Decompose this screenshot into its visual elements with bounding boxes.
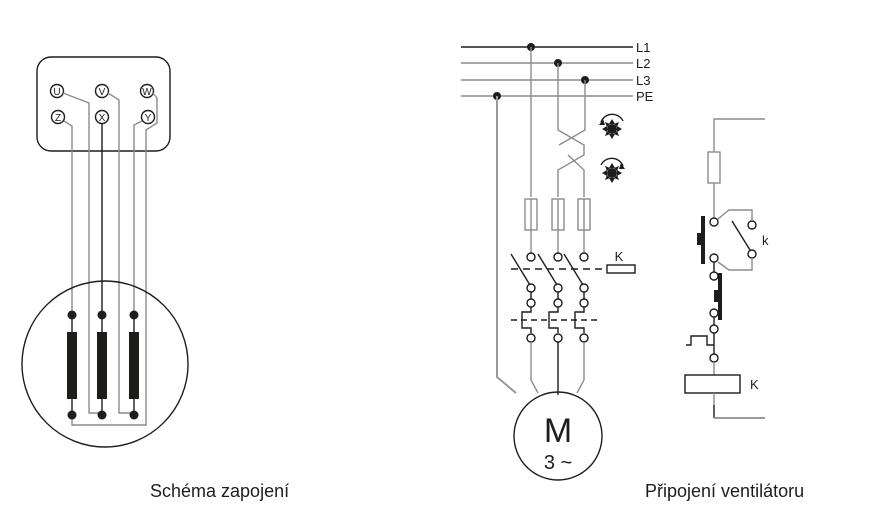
terminal-leads: [62, 92, 158, 426]
motor-3-phase: M 3 ~: [513, 391, 603, 481]
start-button-with-hold-contact: k: [697, 209, 769, 271]
caption-connection-scheme: Schéma zapojení: [150, 481, 290, 501]
svg-text:Y: Y: [145, 113, 152, 124]
terminal-V: V: [94, 83, 110, 99]
terminal-Y: Y: [140, 109, 156, 125]
svg-text:M: M: [544, 412, 572, 450]
svg-text:U: U: [53, 87, 60, 98]
svg-text:L3: L3: [636, 73, 650, 88]
svg-text:X: X: [99, 113, 106, 124]
terminal-W: W: [139, 83, 155, 99]
motor-housing: [21, 280, 189, 448]
svg-text:PE: PE: [636, 89, 654, 104]
bus-lines: L1 L2 L3 PE: [461, 40, 654, 104]
svg-text:K: K: [615, 249, 624, 264]
control-fuse: [707, 151, 721, 184]
winding-3: [129, 310, 139, 420]
svg-text:3 ~: 3 ~: [544, 452, 572, 474]
svg-text:W: W: [142, 87, 152, 98]
caption-fan-connection: Připojení ventilátoru: [645, 481, 805, 501]
svg-text:L2: L2: [636, 56, 650, 71]
thermal-overload-relay: [511, 292, 597, 343]
control-circuit: k K: [684, 118, 769, 419]
svg-text:V: V: [99, 87, 106, 98]
contactor-contacts: K: [510, 249, 636, 293]
contactor-coil: K: [684, 374, 765, 419]
terminal-box: [36, 56, 171, 152]
terminal-X: X: [94, 109, 110, 125]
svg-text:Z: Z: [55, 113, 61, 124]
terminal-U: U: [49, 83, 65, 99]
thermal-contact: [686, 324, 719, 375]
winding-1: [67, 310, 77, 420]
svg-text:K: K: [750, 377, 759, 392]
contactor-coil-k: [606, 264, 636, 274]
fan-connection: L1 L2 L3 PE: [461, 40, 654, 481]
rotation-clockwise-icon: [600, 157, 625, 183]
winding-2: [97, 310, 107, 420]
rotation-counterclockwise-icon: [599, 113, 624, 139]
stop-button: [709, 262, 722, 325]
connection-scheme: U V W Z X Y: [21, 56, 189, 448]
svg-text:L1: L1: [636, 40, 650, 55]
terminal-Z: Z: [50, 109, 66, 125]
svg-text:k: k: [762, 233, 769, 248]
fuses: [524, 198, 591, 253]
